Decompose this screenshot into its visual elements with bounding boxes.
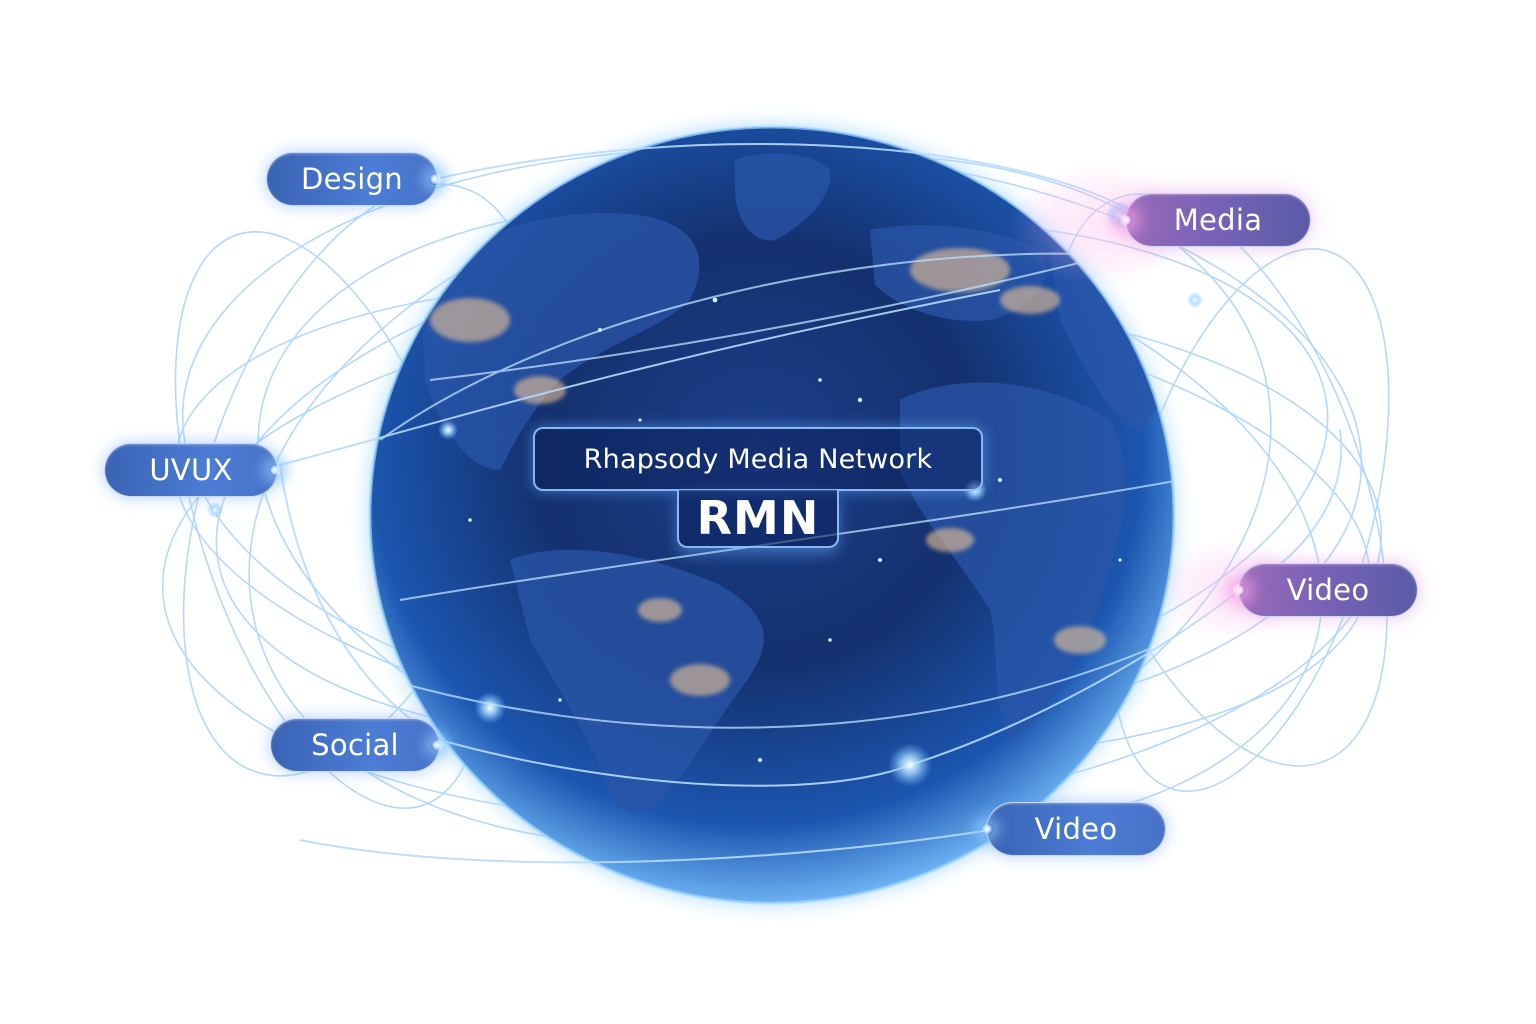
globe-rim — [368, 125, 1176, 905]
glowing-node-icon — [269, 464, 281, 476]
node-video-right-label: Video — [1286, 573, 1370, 607]
network-title: Rhapsody Media Network — [583, 443, 933, 475]
node-uvux-label: UVUX — [149, 453, 233, 487]
network-abbreviation-box: RMN — [677, 490, 839, 548]
node-media-label: Media — [1173, 203, 1263, 237]
network-title-box: Rhapsody Media Network — [533, 427, 983, 491]
node-video-bottom-label: Video — [1034, 812, 1118, 846]
node-social[interactable]: Social — [270, 718, 443, 772]
glowing-node-icon — [981, 823, 993, 835]
network-abbreviation: RMN — [696, 491, 820, 545]
glowing-node-icon — [1120, 214, 1132, 226]
node-uvux[interactable]: UVUX — [104, 443, 281, 497]
glowing-node-icon — [1233, 584, 1245, 596]
node-design[interactable]: Design — [266, 152, 441, 206]
node-social-label: Social — [311, 728, 399, 762]
glowing-node-icon — [431, 739, 443, 751]
glowing-node-icon — [429, 173, 441, 185]
node-media[interactable]: Media — [1120, 193, 1311, 247]
orbit-lines-front — [279, 143, 1343, 864]
node-design-label: Design — [301, 162, 403, 196]
node-video-right[interactable]: Video — [1233, 563, 1418, 617]
node-video-bottom[interactable]: Video — [981, 802, 1166, 856]
